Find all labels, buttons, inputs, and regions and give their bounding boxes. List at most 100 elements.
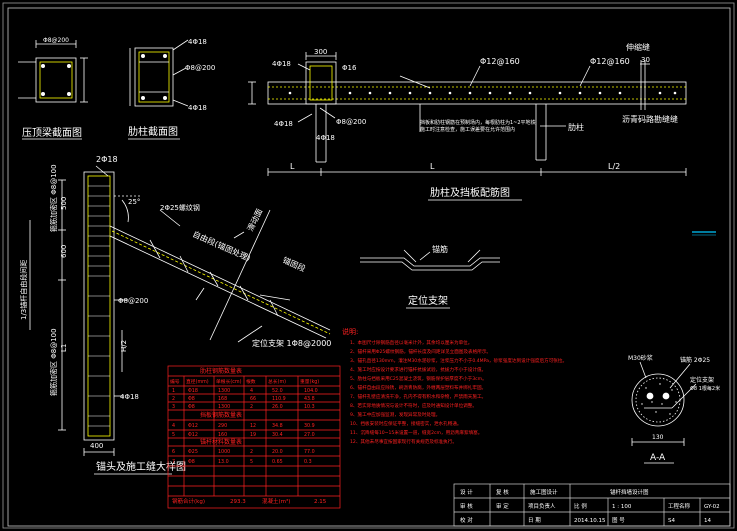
rib-note-2: 施工时注意检查，施工误差要在允许范围内 (420, 126, 515, 133)
notes-list: 1、本图尺寸除钢筋直径以毫米计外，其余均以厘米为单位。 2、锚杆采用Φ25螺纹钢… (350, 339, 567, 445)
anchor-detail-drawing (29, 165, 331, 456)
note-line: 7、锚杆孔壁应清洗干净，孔内不得有积水和杂物，严禁雨天施工。 (350, 393, 486, 400)
table-cell: Φ25 (188, 449, 198, 455)
quantity-table (167, 365, 341, 509)
notes-header: 说明: (342, 327, 358, 336)
label-hoop-zone-1: 箍筋加密区 Φ8@100 (49, 164, 58, 232)
rib-dim-30: 30 (641, 56, 650, 64)
table-cell: 0.65 (272, 459, 283, 465)
rib-rebar-mid: Φ8@200 (185, 64, 215, 72)
table-cell: 26.0 (272, 404, 283, 410)
rib-rebar-c: Φ8@200 (336, 118, 366, 126)
table-cell: Φ8 (188, 459, 195, 465)
table-cell: 2 (172, 396, 175, 402)
anchor-stirrup: Φ8@200 (118, 297, 148, 305)
tb-proof: 校 对 (460, 516, 473, 524)
table-header: 总长(m) (268, 378, 286, 385)
anchor-dim-l1: L1 (60, 344, 68, 352)
rib-dim-300: 300 (314, 48, 327, 56)
table-cell: 0.3 (304, 459, 312, 465)
dim-L-1: L (290, 162, 295, 171)
table-header: 重量(kg) (300, 378, 319, 385)
anchor-rebar-anchor: 2Φ25螺纹钢 (160, 203, 200, 212)
table-cell: 13.0 (218, 459, 229, 465)
rib-rebar-a: 4Φ18 (272, 60, 291, 68)
table-header: 单根长(cm) (216, 378, 242, 385)
anchor-dim-600: 600 (60, 245, 68, 258)
table-cell: 1300 (218, 404, 230, 410)
tb-date-label: 日 期 (528, 517, 541, 524)
table-cell: Φ8 (188, 404, 195, 410)
rib-section-title: 肋柱截面图 (128, 125, 178, 138)
label-anchor-range: 1/3锚杆自由段间距 (19, 260, 28, 320)
label-hoop-zone-2: 箍筋加密区 Φ8@100 (49, 328, 58, 396)
tb-date-value: 2014.10.15 (574, 518, 606, 524)
label-asphalt-joint: 沥青码路勘缝缝 (622, 114, 678, 124)
tb-scale-label: 比 例 (574, 502, 587, 510)
note-line: 8、若实际地质情况与设计不符时，应及时通知设计单位调整。 (350, 402, 477, 409)
table-cell: 6 (172, 449, 175, 455)
tb-sheet-no: 14 (704, 518, 711, 524)
table-concrete-label: 混凝土(m³) (262, 497, 290, 505)
table-cell: 1300 (218, 388, 230, 394)
bracket-title: 定位支架 (408, 294, 448, 307)
table-cell: 43.8 (304, 396, 315, 402)
title-block (453, 483, 731, 527)
table-cell: Φ12 (188, 432, 198, 438)
dim-L-2: L (430, 162, 435, 171)
table-cell: 77.0 (304, 449, 315, 455)
note-line: 1、本图尺寸除钢筋直径以毫米计外，其余均以厘米为单位。 (350, 339, 472, 346)
rib-rebar-g: Φ16 (342, 64, 357, 72)
table-cell: 290 (218, 423, 227, 429)
rib-panel-reinforcement (248, 52, 687, 176)
label-angle: 25° (128, 198, 140, 206)
table-cell: 160 (218, 432, 227, 438)
table-cell: 30.9 (304, 423, 315, 429)
anchor-detail-title: 锚头及施工缝大样图 (96, 460, 186, 473)
table-cell: 30.4 (272, 432, 283, 438)
table-cell: 4 (250, 388, 253, 394)
anchor-dim-h2: H/2 (120, 340, 128, 352)
rib-rebar-f: Φ12@160 (590, 57, 630, 66)
table-cell: 34.8 (272, 423, 283, 429)
table-cell: 10.3 (304, 404, 315, 410)
note-line: 6、锚杆自由段应除锈，刷沥青防腐，外缠两层塑料布并绑扎牢固。 (350, 384, 486, 391)
tb-project: 工程名称 (668, 502, 691, 510)
note-line: 5、肋柱与挡板采用C25混凝土浇筑，钢筋保护层厚度不小于3cm。 (350, 375, 487, 382)
table-cell: 20.0 (272, 449, 283, 455)
aa-label-mortar: M30砂浆 (628, 354, 653, 362)
label-expansion-joint: 伸缩缝 (626, 42, 650, 52)
label-support-spacing: 定位支架 1Φ8@2000 (252, 338, 331, 348)
tb-scale-value: 1 : 100 (612, 504, 632, 510)
note-line: 2、锚杆采用Φ25螺纹钢筋，锚杆长度及间距详见立面图及表格所示。 (350, 348, 491, 355)
note-line: 12、其他未尽事宜按国家现行有关规范及标准执行。 (350, 438, 457, 445)
rib-rebar-bot: 4Φ18 (188, 104, 207, 112)
top-beam-title: 压顶梁截面图 (22, 126, 82, 139)
dim-L-half: L/2 (608, 162, 620, 171)
rib-rebar-b: 4Φ18 (274, 120, 293, 128)
top-beam-dim: Φ8@200 (43, 37, 69, 44)
table-total-value: 293.3 (230, 499, 246, 505)
table-title-3: 锚杆材料数量表 (200, 438, 242, 446)
table-cell: 19 (250, 432, 256, 438)
rib-column-section (129, 39, 189, 107)
tb-company: 施工图设计 (530, 488, 558, 496)
rib-reinforcement-title: 肋柱及挡板配筋图 (430, 186, 510, 199)
tb-design: 设 计 (460, 488, 473, 496)
anchor-dim-500: 500 (60, 197, 68, 210)
note-line: 3、锚孔直径130mm，灌注M30水泥砂浆，注浆压力不小于0.4MPa，砂浆强度… (350, 357, 567, 364)
panel-rebar-dots (288, 91, 677, 95)
table-cell: 27.0 (304, 432, 315, 438)
tb-sheet-value: S4 (668, 518, 675, 524)
table-header: 编号 (170, 378, 180, 385)
rib-note-1: 挡板和肋柱钢筋在预制场内，每根肋柱为1~2平地铁 (420, 119, 536, 126)
anchor-dim-400: 400 (90, 442, 103, 450)
table-cell: 5 (172, 432, 175, 438)
note-line: 10、挡板安装时应保证平整，接缝密实，泄水孔畅通。 (350, 420, 462, 427)
table-cell: 4 (172, 423, 175, 429)
table-cell: 5 (250, 459, 253, 465)
anchor-rebar-top: 2Φ18 (96, 155, 118, 164)
